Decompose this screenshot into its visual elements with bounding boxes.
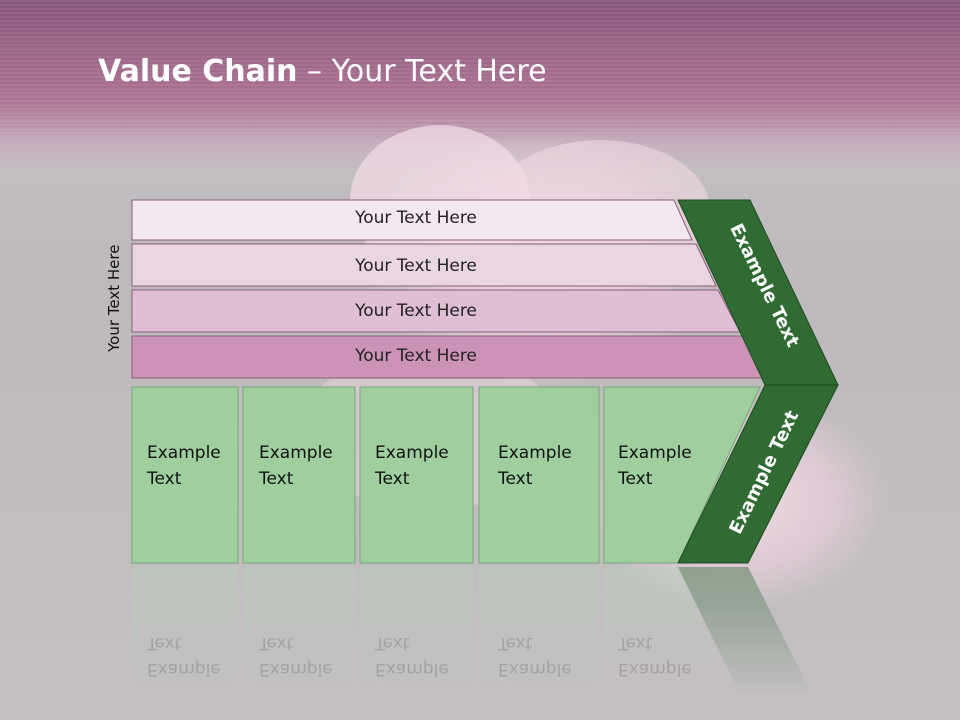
- title-bold: Value Chain: [98, 54, 298, 89]
- primary-box-3: [359, 386, 474, 564]
- support-band-2: [131, 243, 717, 287]
- support-band-label-2: Your Text Here: [355, 256, 477, 276]
- primary-box-4: [478, 386, 600, 564]
- page-title: Value Chain – Your Text Here: [98, 54, 547, 89]
- support-band-1: [131, 199, 693, 241]
- support-band-label-4: Your Text Here: [355, 346, 477, 366]
- title-rest: – Your Text Here: [297, 54, 547, 89]
- support-band-label-3: Your Text Here: [355, 301, 477, 321]
- diagram-reflection: [132, 567, 810, 690]
- support-band-label-1: Your Text Here: [355, 208, 477, 228]
- primary-box-2: [242, 386, 356, 564]
- chevron-arrow-lower: [677, 384, 839, 564]
- primary-box-1: [131, 386, 239, 564]
- header-texture: [0, 0, 960, 135]
